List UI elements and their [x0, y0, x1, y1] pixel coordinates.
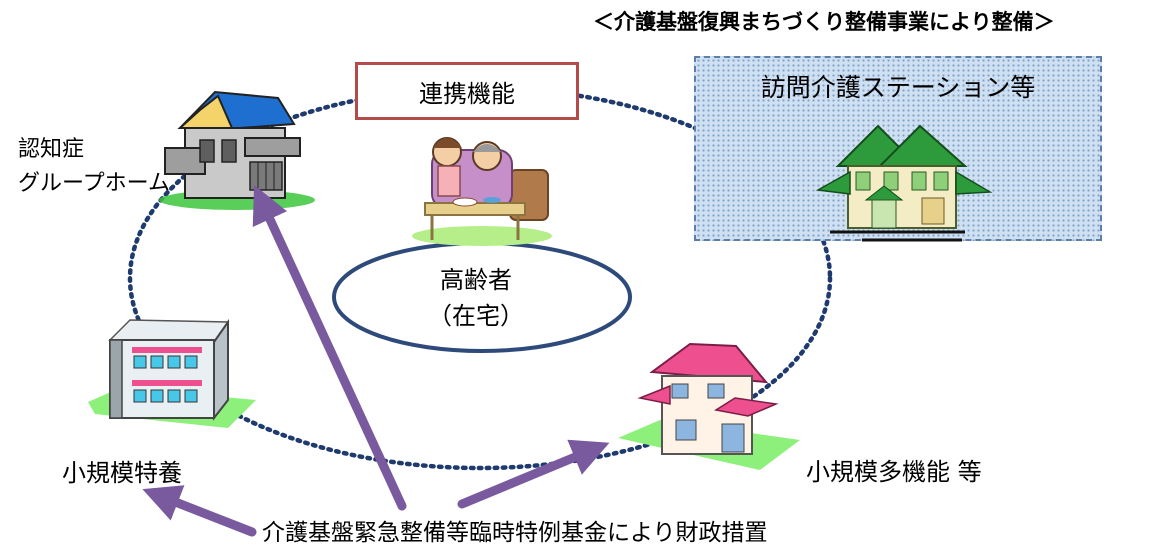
elderly-label: 高齢者 （在宅）: [386, 262, 566, 334]
multi-function-label: 小規模多機能 等: [806, 458, 982, 486]
funding-label: 介護基盤緊急整備等臨時特例基金により財政措置: [262, 520, 768, 546]
fund-arrow-to-multi-function: [457, 439, 610, 509]
visiting-station-label: 訪問介護ステーション等: [760, 73, 1036, 102]
cooperation-box: 連携機能: [355, 62, 579, 120]
elderly-line1: 高齢者: [440, 266, 512, 294]
elderly-couple-icon: [412, 137, 552, 246]
fund-arrow-to-small-nursing: [142, 485, 257, 537]
group-home-line2: グループホーム: [18, 171, 171, 196]
small-nursing-building-icon: [88, 318, 256, 428]
small-nursing-label: 小規模特養: [62, 459, 182, 487]
multi-function-house-icon: [618, 342, 800, 470]
header-note: ＜介護基盤復興まちづくり整備事業により整備＞: [593, 10, 1055, 34]
group-home-line1: 認知症: [18, 137, 85, 162]
elderly-line2: （在宅）: [428, 302, 524, 330]
visiting-station-house-icon: [815, 124, 993, 242]
fund-arrow-to-group-home: [252, 184, 407, 511]
group-home-label: 認知症 グループホーム: [18, 133, 170, 201]
cooperation-label: 連携機能: [419, 79, 515, 108]
